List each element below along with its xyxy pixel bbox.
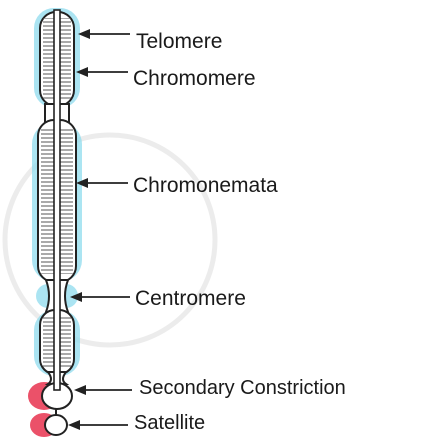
- label-chromonemata: Chromonemata: [133, 175, 278, 196]
- satellite-arrow-icon: [68, 420, 80, 430]
- label-centromere: Centromere: [135, 288, 246, 309]
- central-axis: [54, 10, 60, 390]
- label-secondary-constriction: Secondary Constriction: [139, 378, 346, 398]
- label-telomere: Telomere: [136, 31, 222, 52]
- label-chromomere: Chromomere: [133, 68, 256, 89]
- label-satellite: Satellite: [134, 413, 205, 433]
- satellite: [45, 415, 67, 435]
- secondary-constriction-arrow-icon: [74, 385, 86, 395]
